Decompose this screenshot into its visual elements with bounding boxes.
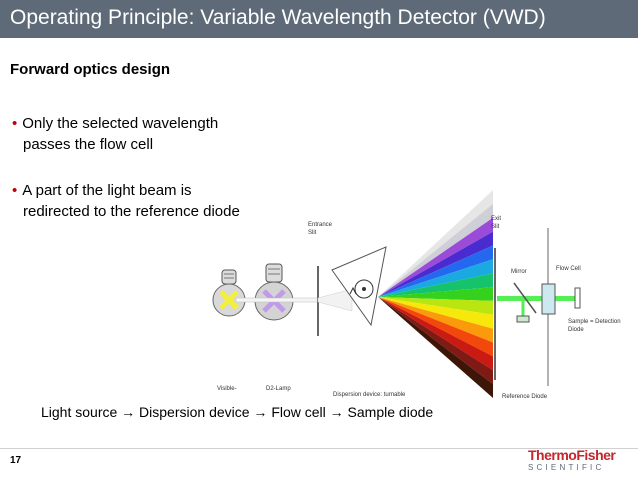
dispersion-device-icon [331, 246, 387, 327]
label-mirror: Mirror [511, 269, 527, 275]
bullet-marker: • [12, 182, 18, 199]
spectrum-band [378, 231, 493, 297]
bullet-text-line2: passes the flow cell [23, 136, 154, 153]
spectrum-band [378, 217, 493, 297]
spectrum-band [378, 297, 493, 357]
mirror-icon [513, 282, 537, 314]
selected-beam [497, 296, 578, 301]
bullet-item-2: •A part of the light beam is redirected … [12, 180, 240, 222]
brand-name: ThermoFisher [528, 447, 616, 463]
label-flow-cell: Flow Cell [556, 266, 581, 272]
spectrum-band [378, 203, 493, 297]
reference-diode-icon [516, 315, 530, 323]
thermo-fisher-logo: ThermoFisher SCIENTIFIC [528, 447, 628, 473]
label-sample-diode: Sample = Detection [568, 319, 621, 325]
spectrum-band [378, 297, 493, 385]
label-dispersion-device: Dispersion device: turnable [333, 392, 406, 398]
bullet-text-line1: Only the selected wavelength [22, 115, 219, 132]
spectrum-band [378, 287, 493, 301]
bullet-text-line2: redirected to the reference diode [23, 203, 240, 220]
light-path-flow: Light source → Dispersion device → Flow … [41, 404, 434, 420]
spectrum-band [378, 273, 493, 297]
bullet-text-line1: A part of the light beam is [22, 182, 192, 199]
label-entrance-slit-2: Slit [308, 230, 317, 236]
label-visible-lamp: Visible- [217, 386, 237, 392]
flow-cell-icon [541, 283, 556, 315]
page-number: 17 [10, 455, 22, 466]
d2-lamp-icon [254, 263, 294, 321]
rotation-icon [354, 279, 374, 299]
label-exit-slit-2: Slit [491, 224, 500, 230]
title-bar: Operating Principle: Variable Wavelength… [0, 0, 638, 38]
spectrum-fan [378, 190, 493, 398]
label-entrance-slit: Entrance [308, 222, 333, 228]
spectrum-band [378, 190, 493, 297]
visible-lamp-icon [212, 269, 246, 317]
sample-diode-icon [574, 287, 581, 309]
spectrum-band [378, 259, 493, 297]
label-exit-slit: Exit [491, 216, 501, 222]
bullet-item-1: •Only the selected wavelength passes the… [12, 113, 218, 155]
spectrum-band [378, 245, 493, 297]
footer-divider [0, 448, 638, 449]
label-reference-diode: Reference Diode [502, 394, 548, 400]
slide-title: Operating Principle: Variable Wavelength… [10, 6, 546, 29]
label-d2-lamp: D2-Lamp [266, 386, 291, 392]
spectrum-band [378, 297, 493, 398]
bullet-marker: • [12, 115, 18, 132]
label-sample-diode-2: Diode [568, 327, 584, 333]
brand-subname: SCIENTIFIC [528, 463, 605, 472]
subtitle: Forward optics design [10, 61, 171, 78]
